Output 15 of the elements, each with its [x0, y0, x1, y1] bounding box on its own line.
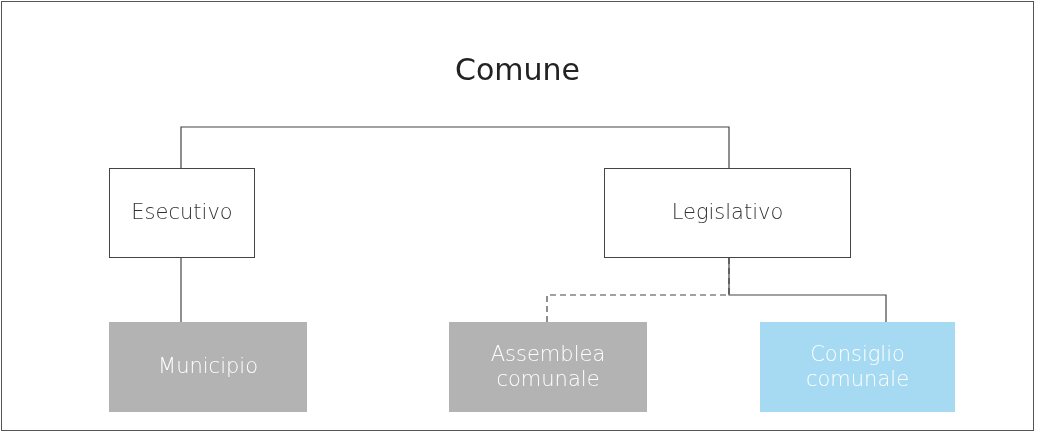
box-label: Consiglio comunale	[804, 341, 911, 393]
connector-line	[728, 257, 887, 323]
process-box	[109, 322, 307, 412]
diagram-frame	[1, 1, 1034, 431]
process-box	[449, 322, 647, 412]
process-box	[109, 168, 255, 258]
box-label: Assemblea comunale	[489, 341, 607, 393]
connector-line	[180, 257, 182, 323]
frame-label: Comune	[454, 52, 581, 87]
box-label: Esecutivo	[130, 200, 234, 226]
process-box	[760, 322, 955, 412]
process-box	[604, 168, 851, 258]
box-label: Legislativo	[670, 200, 785, 226]
connector-line	[180, 126, 730, 169]
box-label: Municipio	[157, 354, 259, 380]
